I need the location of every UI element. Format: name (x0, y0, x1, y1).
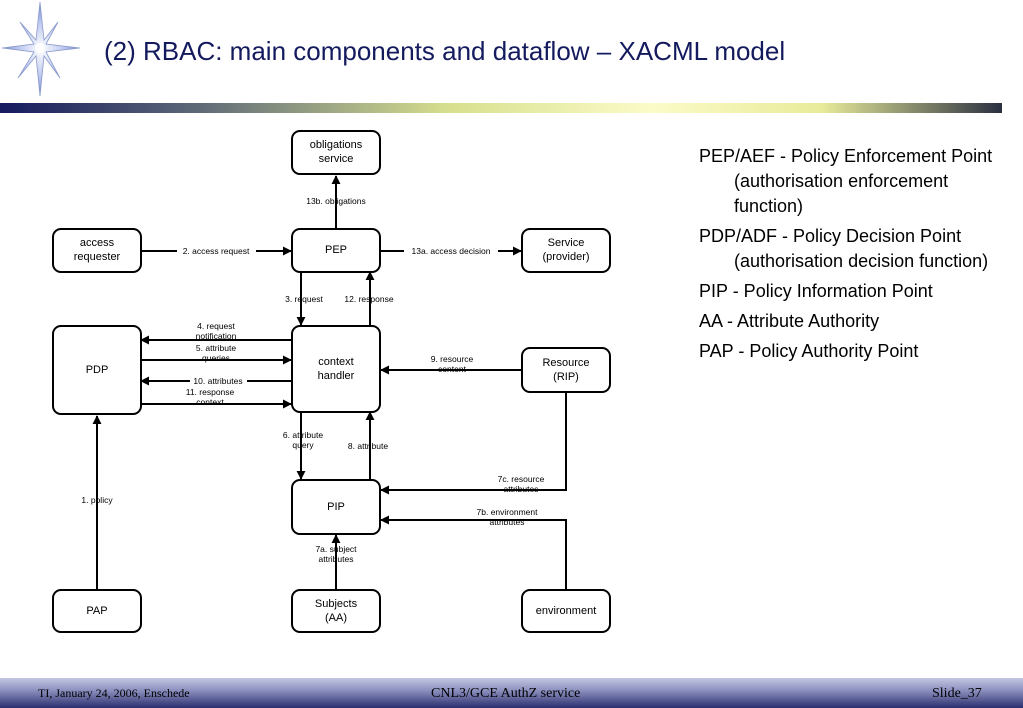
label-line: environment (536, 605, 597, 617)
label-line: requester (74, 251, 121, 263)
label-line: Resource (542, 357, 589, 369)
edge-resource-pip (380, 393, 567, 495)
svg-text:Resource(RIP): Resource (RIP) (542, 357, 589, 383)
label-line: PAP (86, 605, 107, 617)
edges (92, 175, 567, 589)
svg-text:environment: environment (536, 605, 597, 617)
legend: PEP/AEF - Policy Enforcement Point (auth… (699, 144, 1009, 369)
label-line: context (318, 356, 353, 368)
footer-slide-number: Slide_37 (932, 686, 982, 701)
svg-text:PIP: PIP (327, 501, 345, 513)
node-pap: PAP (52, 589, 142, 633)
edge-label-8: 8. attribute (348, 441, 388, 451)
title-divider (0, 103, 1002, 113)
legend-item-pip: PIP - Policy Information Point (699, 281, 933, 301)
label-line: PEP (325, 244, 347, 256)
node-context-handler: context handler (291, 325, 381, 413)
label-line: 11. response (186, 387, 235, 397)
label-line: 3. request (285, 294, 323, 304)
label-line: attributes (504, 484, 539, 494)
edge-labels: 13b. obligations 2. access request 13a. … (81, 196, 544, 564)
svg-text:Service(provider): Service (provider) (542, 237, 589, 263)
label-line: handler (318, 370, 355, 382)
label-line: 4. request (197, 321, 235, 331)
legend-item-pdp: PDP/ADF - Policy Decision Point (authori… (699, 226, 989, 271)
legend-item-aa: AA - Attribute Authority (699, 311, 880, 331)
label-line: 8. attribute (348, 441, 388, 451)
edge-label-13a: 13a. access decision (412, 246, 491, 256)
label-line: 2. access request (183, 246, 250, 256)
label-line: access (80, 237, 115, 249)
label-line: 6. attribute (283, 430, 323, 440)
node-pep: PEP (291, 228, 381, 273)
edge-label-10: 10. attributes (193, 376, 242, 386)
star-logo (1, 1, 81, 97)
node-service-provider: Service (provider) (521, 228, 611, 273)
footer-date-location: TI, January 24, 2006, Enschede (38, 686, 190, 700)
label-line: content (438, 364, 467, 374)
label-line: PIP (327, 501, 345, 513)
label-line: (provider) (542, 251, 589, 263)
label-line: 13a. access decision (412, 246, 491, 256)
label-line: (AA) (325, 612, 347, 624)
edge-label-3: 3. request (285, 294, 323, 304)
label-line: context (196, 397, 224, 407)
label-line: (RIP) (553, 371, 579, 383)
xacml-dataflow-diagram: 13b. obligations 2. access request 13a. … (52, 130, 611, 633)
label-line: 10. attributes (193, 376, 242, 386)
label-line: PDP (86, 364, 109, 376)
svg-text:PAP: PAP (86, 605, 107, 617)
node-pip: PIP (291, 479, 381, 535)
edge-label-2: 2. access request (183, 246, 250, 256)
label-line: attributes (319, 554, 354, 564)
node-obligations-service: obligations service (291, 130, 381, 175)
edge-label-12: 12. response (344, 294, 393, 304)
label-line: 7a. subject (315, 544, 357, 554)
label-line: query (292, 440, 314, 450)
svg-text:PDP: PDP (86, 364, 109, 376)
edge-environment-pip (380, 515, 567, 589)
legend-item-pep: PEP/AEF - Policy Enforcement Point (auth… (699, 146, 993, 216)
legend-item-pap: PAP - Policy Authority Point (699, 341, 919, 361)
edge-label-1: 1. policy (81, 495, 113, 505)
label-line: 9. resource (431, 354, 474, 364)
svg-text:PEP: PEP (325, 244, 347, 256)
node-subjects-aa: Subjects (AA) (291, 589, 381, 633)
label-line: notification (196, 331, 237, 341)
node-access-requester: access requester (52, 228, 142, 273)
label-line: attributes (490, 517, 525, 527)
label-line: 12. response (344, 294, 393, 304)
footer-presentation-title: CNL3/GCE AuthZ service (431, 686, 581, 701)
slide-title: (2) RBAC: main components and dataflow –… (104, 36, 786, 66)
label-line: 7b. environment (477, 507, 539, 517)
label-line: 13b. obligations (306, 196, 366, 206)
footer-bar (0, 678, 1023, 708)
label-line: 1. policy (81, 495, 113, 505)
svg-text:Subjects(AA): Subjects (AA) (315, 598, 358, 624)
edge-label-13b: 13b. obligations (306, 196, 366, 206)
label-line: obligations (310, 139, 363, 151)
label-line: Subjects (315, 598, 358, 610)
label-line: 7c. resource (498, 474, 545, 484)
label-line: Service (548, 237, 585, 249)
label-line: 5. attribute (196, 343, 236, 353)
node-environment: environment (521, 589, 611, 633)
node-pdp: PDP (52, 325, 142, 415)
node-resource-rip: Resource (RIP) (521, 347, 611, 393)
label-line: queries (202, 353, 230, 363)
label-line: service (319, 153, 354, 165)
